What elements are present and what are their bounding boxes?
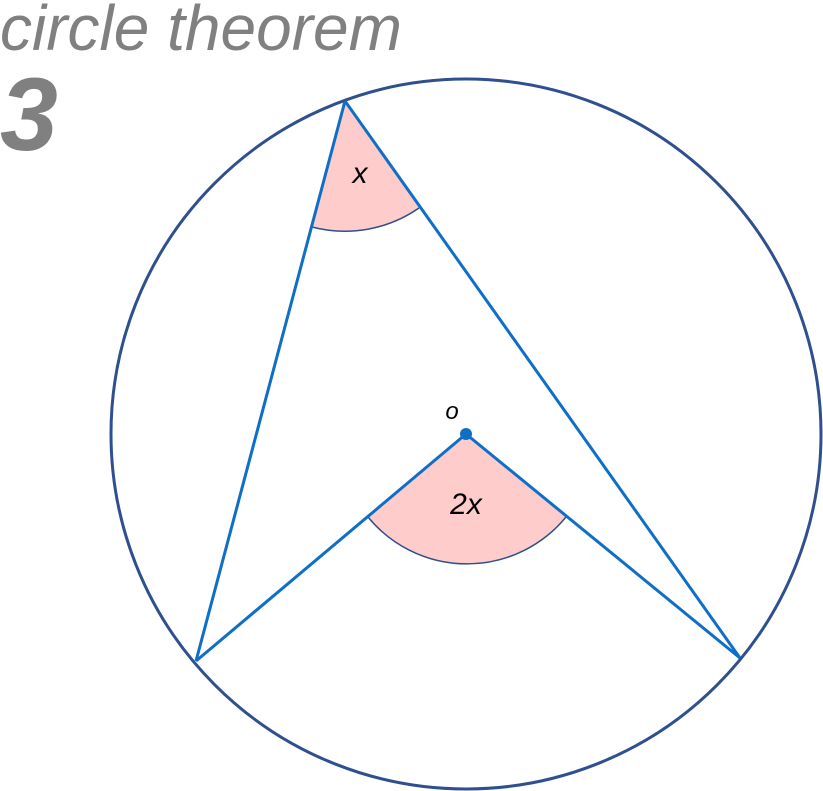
theorem-number: 3 <box>0 57 58 173</box>
central-angle-label: 2x <box>449 488 483 521</box>
page-title: circle theorem <box>0 0 402 64</box>
center-point <box>460 428 472 440</box>
circle <box>109 77 823 791</box>
chord-top-to-left <box>194 100 347 662</box>
center-label: o <box>445 398 458 425</box>
chord-top-to-right <box>343 100 742 659</box>
radius-to-left <box>195 432 467 663</box>
central-angle-arc <box>367 516 567 565</box>
radius-to-right <box>465 432 741 660</box>
inscribed-angle-sector <box>312 101 419 232</box>
inscribed-angle-arc <box>311 207 420 232</box>
inscribed-angle-label: x <box>351 157 369 190</box>
central-angle-sector <box>368 434 566 564</box>
